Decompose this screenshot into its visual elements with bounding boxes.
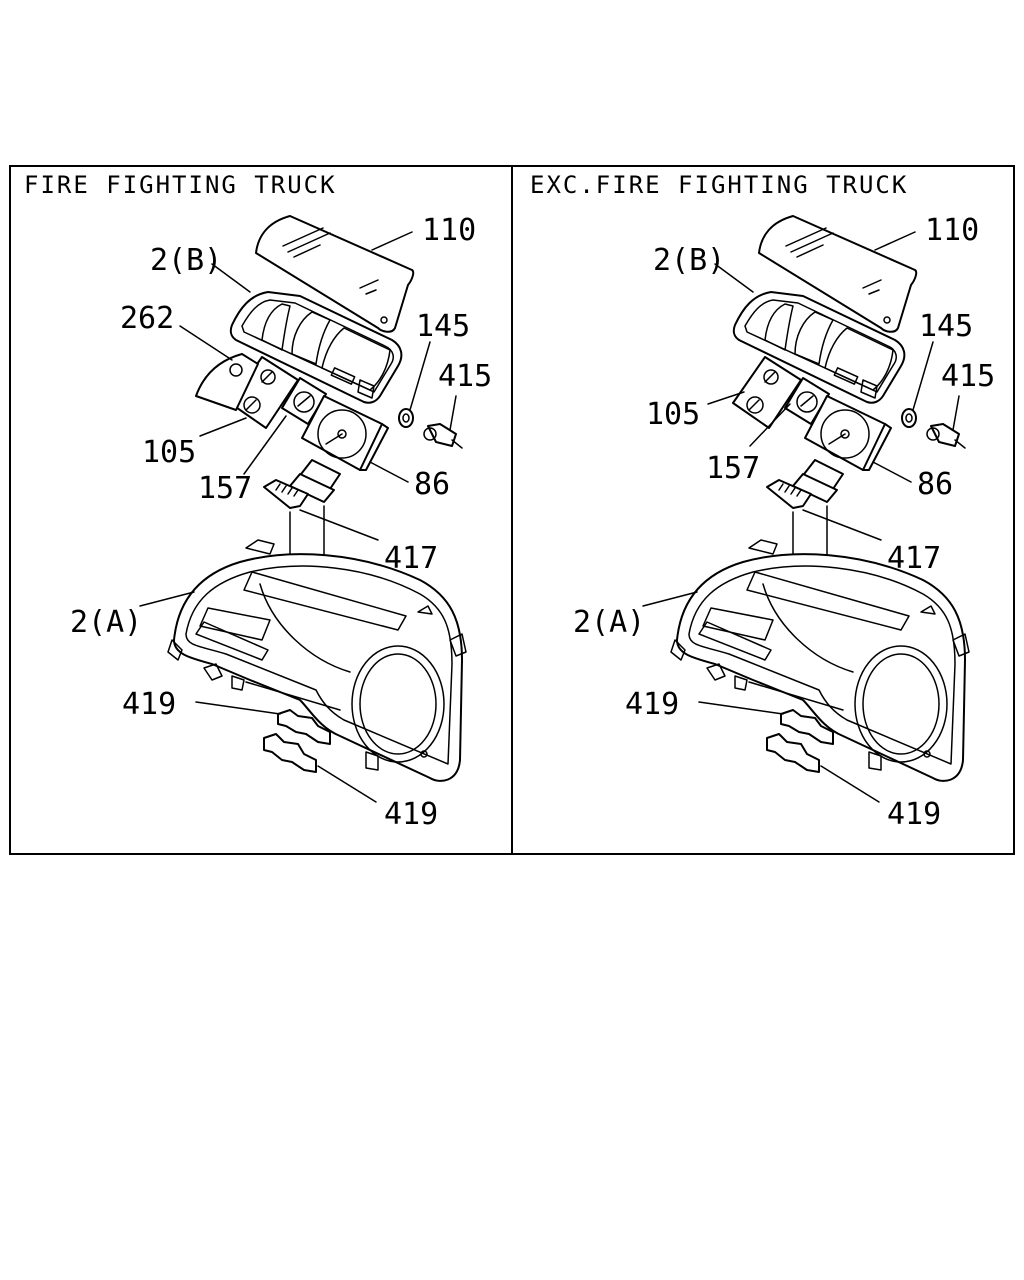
panel-title: EXC.FIRE FIGHTING TRUCK [530, 171, 908, 199]
label-86: 86 [414, 467, 450, 502]
label-145: 145 [416, 309, 470, 344]
panel-exc-fire-fighting-truck: EXC.FIRE FIGHTING TRUCK 110 2(B) 145 415… [530, 171, 995, 832]
label-110: 110 [925, 213, 979, 248]
label-419-upper: 419 [625, 687, 679, 722]
label-417: 417 [384, 541, 438, 576]
label-105: 105 [646, 397, 700, 432]
label-419-lower: 419 [384, 797, 438, 832]
label-86: 86 [917, 467, 953, 502]
label-2a: 2(A) [70, 605, 142, 640]
label-419-lower: 419 [887, 797, 941, 832]
label-415: 415 [438, 359, 492, 394]
label-2b: 2(B) [150, 243, 222, 278]
label-262: 262 [120, 301, 174, 336]
label-157: 157 [198, 471, 252, 506]
label-417: 417 [887, 541, 941, 576]
label-145: 145 [919, 309, 973, 344]
label-157: 157 [706, 451, 760, 486]
label-419-upper: 419 [122, 687, 176, 722]
label-2b: 2(B) [653, 243, 725, 278]
part-262-gauge [195, 353, 259, 411]
panel-fire-fighting-truck: FIRE FIGHTING TRUCK 110 2(B) 262 145 415… [24, 171, 492, 832]
label-110: 110 [422, 213, 476, 248]
label-105: 105 [142, 435, 196, 470]
label-415: 415 [941, 359, 995, 394]
label-2a: 2(A) [573, 605, 645, 640]
panel-title: FIRE FIGHTING TRUCK [24, 171, 337, 199]
